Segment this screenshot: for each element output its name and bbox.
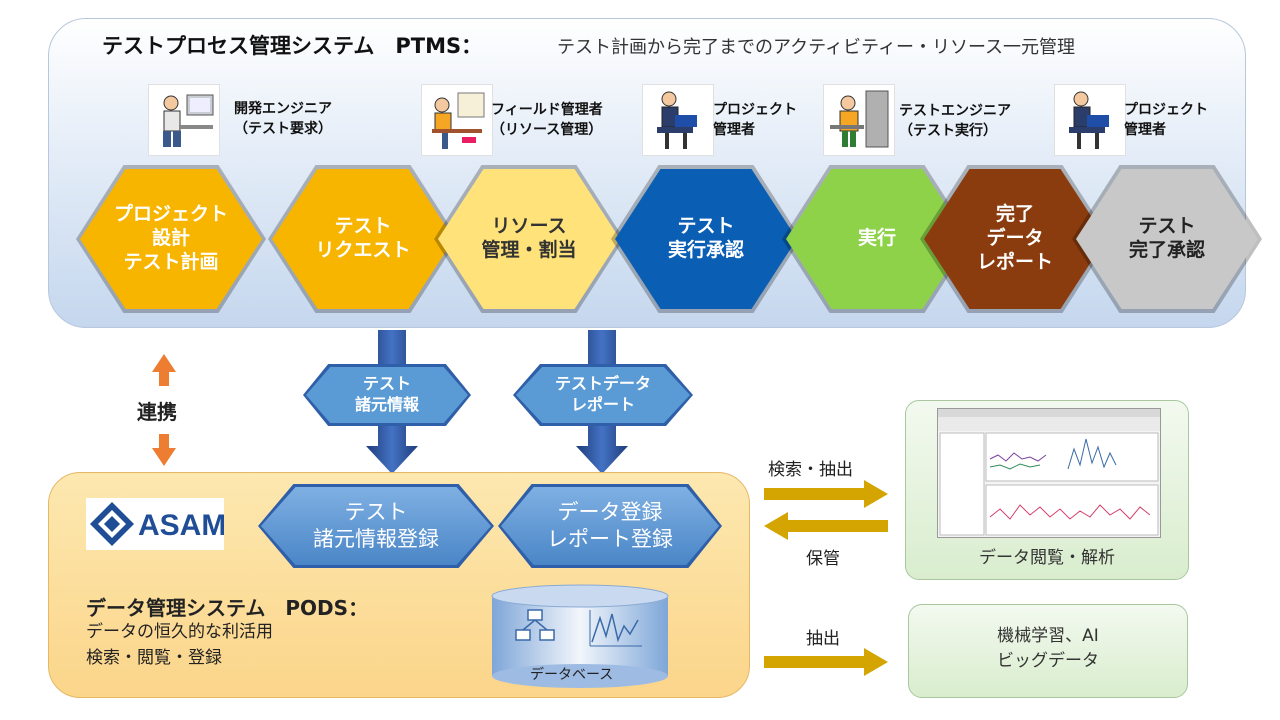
ml-box (908, 604, 1188, 698)
flow-label-spec-text: テスト 諸元情報 (306, 367, 468, 423)
ptms-title: テストプロセス管理システム PTMS： (102, 34, 483, 58)
flow-label-report-text: テストデータ レポート (516, 367, 690, 423)
pods-register-data: データ登録 レポート登録 (498, 484, 722, 568)
flow-label-spec: テスト 諸元情報 (303, 364, 471, 426)
pods-register-data-text: データ登録 レポート登録 (501, 487, 719, 565)
process-step-execution: 実行 (782, 165, 972, 313)
process-step-planning: プロジェクト 設計 テスト計画 (76, 165, 266, 313)
ptms-subtitle: テスト計画から完了までのアクティビティー・リソース一元管理 (557, 37, 1076, 58)
pods-title: データ管理システム PODS： (86, 596, 369, 620)
database-icon (491, 584, 669, 688)
project-manager-figure-icon-2 (1054, 84, 1126, 156)
ml-label: 機械学習、AI ビッグデータ (997, 626, 1099, 671)
developer-figure-icon (148, 84, 220, 156)
pods-description: データの恒久的な利活用 検索・閲覧・登録 (86, 622, 273, 668)
process-step-approval: テスト 実行承認 (611, 165, 801, 313)
arrow-right-extract-icon (764, 648, 888, 676)
project-manager-figure-icon (642, 84, 714, 156)
process-step-request-label: テスト リクエスト (272, 169, 454, 309)
flow-label-report: テストデータ レポート (513, 364, 693, 426)
role-label-project-manager-2: プロジェクト 管理者 (1124, 102, 1208, 138)
arrow-label-extract: 抽出 (806, 629, 840, 649)
asam-logo: ASAM (86, 498, 226, 550)
field-manager-figure-icon (421, 84, 493, 156)
role-label-field-manager: フィールド管理者 （リソース管理） (491, 102, 603, 138)
viewer-screenshot-thumbnail (937, 408, 1161, 538)
arrow-label-store: 保管 (806, 549, 840, 569)
database-label: データベース (530, 667, 614, 683)
arrow-left-store-icon (764, 512, 888, 540)
pods-register-spec-text: テスト 諸元情報登録 (261, 487, 491, 565)
arrow-label-search: 検索・抽出 (768, 460, 853, 480)
test-engineer-figure-icon (823, 84, 895, 156)
link-label: 連携 (137, 400, 177, 424)
role-label-developer: 開発エンジニア （テスト要求） (234, 101, 332, 137)
pods-register-spec: テスト 諸元情報登録 (258, 484, 494, 568)
data-viewer-label: データ閲覧・解析 (979, 548, 1115, 568)
link-double-arrow-icon (152, 354, 176, 466)
asam-logo-text: ASAM (138, 509, 224, 542)
arrow-right-search-icon (764, 480, 888, 508)
role-label-test-engineer: テストエンジニア （テスト実行） (899, 103, 1011, 139)
role-label-project-manager: プロジェクト 管理者 (713, 102, 797, 138)
process-step-completion-label: テスト 完了承認 (1076, 169, 1258, 309)
